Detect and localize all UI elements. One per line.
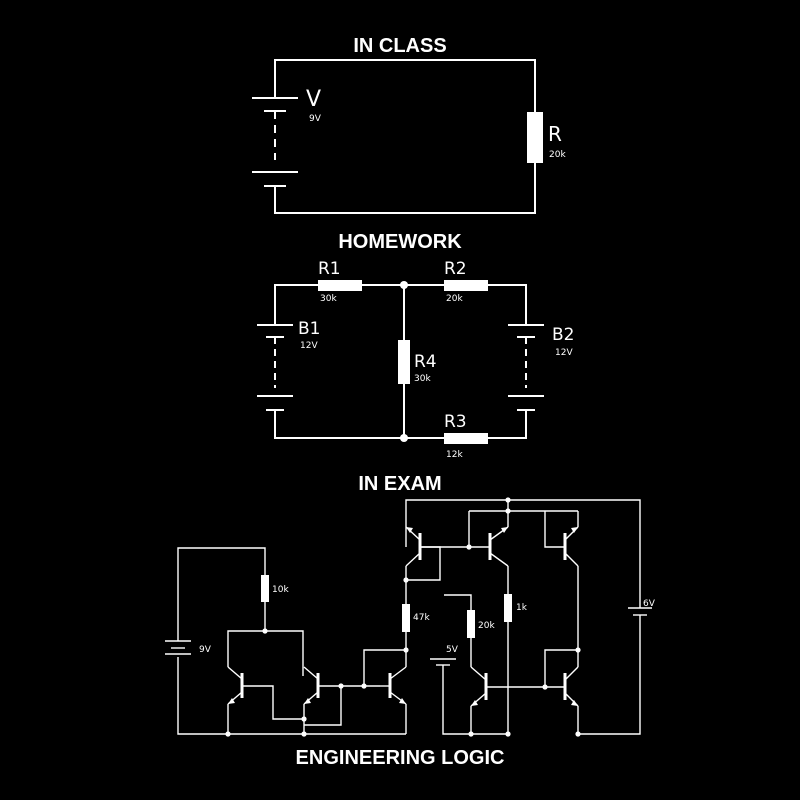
- in-class-resistor-name: R: [548, 122, 562, 146]
- homework-b2-name: B2: [552, 325, 574, 345]
- in-class-circuit: V 9V R 20k: [252, 59, 566, 214]
- exam-battery-9v: [165, 640, 191, 655]
- exam-battery-9v-label: 9V: [199, 645, 212, 655]
- exam-right-circuit: 6V 1k: [403, 497, 656, 737]
- homework-b1-battery: [257, 324, 293, 411]
- exam-transistor-q5: [488, 526, 509, 567]
- exam-resistor-10k: [261, 575, 269, 602]
- homework-circuit: R1 30k R2 20k R3 12k R4 30k B1 12V B2 12…: [257, 259, 574, 460]
- homework-b2-battery: [508, 324, 544, 411]
- homework-b2-value: 12V: [555, 348, 573, 358]
- exam-transistor-q7: [470, 666, 488, 707]
- homework-r2-resistor: [444, 280, 488, 291]
- exam-left-circuit: 9V 10k: [165, 547, 430, 737]
- exam-transistor-q4: [405, 526, 422, 567]
- exam-battery-6v: [628, 607, 652, 616]
- exam-battery-6v-label: 6V: [643, 599, 656, 609]
- heading-in-class: IN CLASS: [353, 35, 446, 57]
- exam-resistor-1k: [504, 594, 512, 622]
- exam-battery-5v: [430, 658, 456, 666]
- homework-b1-name: B1: [298, 319, 320, 339]
- homework-r1-value: 30k: [320, 294, 337, 304]
- homework-r1-resistor: [318, 280, 362, 291]
- homework-r3-name: R3: [444, 412, 467, 432]
- exam-transistor-q2: [303, 666, 320, 705]
- exam-resistor-20k: [467, 610, 475, 638]
- exam-resistor-10k-label: 10k: [272, 585, 289, 595]
- exam-resistor-47k: [402, 604, 410, 632]
- in-class-battery-value: 9V: [309, 114, 322, 124]
- heading-in-exam: IN EXAM: [358, 473, 441, 495]
- heading-homework: HOMEWORK: [338, 231, 462, 253]
- exam-resistor-1k-label: 1k: [516, 603, 528, 613]
- exam-resistor-47k-label: 47k: [413, 613, 430, 623]
- homework-r3-value: 12k: [446, 450, 463, 460]
- exam-battery-5v-label: 5V: [446, 645, 459, 655]
- in-class-battery: [252, 97, 298, 187]
- exam-resistor-20k-label: 20k: [478, 621, 495, 631]
- homework-r2-value: 20k: [446, 294, 463, 304]
- exam-transistor-q3: [361, 666, 407, 705]
- exam-transistor-q8: [563, 666, 579, 707]
- homework-r2-name: R2: [444, 259, 467, 279]
- homework-r1-name: R1: [318, 259, 341, 279]
- homework-r4-name: R4: [414, 352, 437, 372]
- heading-engineering-logic: ENGINEERING LOGIC: [296, 747, 505, 769]
- in-class-battery-name: V: [306, 87, 321, 112]
- in-class-resistor: [527, 112, 543, 163]
- homework-b1-value: 12V: [300, 341, 318, 351]
- homework-r3-resistor: [444, 433, 488, 444]
- homework-r4-value: 30k: [414, 374, 431, 384]
- exam-transistor-q6: [563, 526, 579, 567]
- in-class-resistor-value: 20k: [549, 150, 566, 160]
- homework-r4-resistor: [398, 340, 410, 384]
- exam-transistor-q1: [227, 666, 304, 720]
